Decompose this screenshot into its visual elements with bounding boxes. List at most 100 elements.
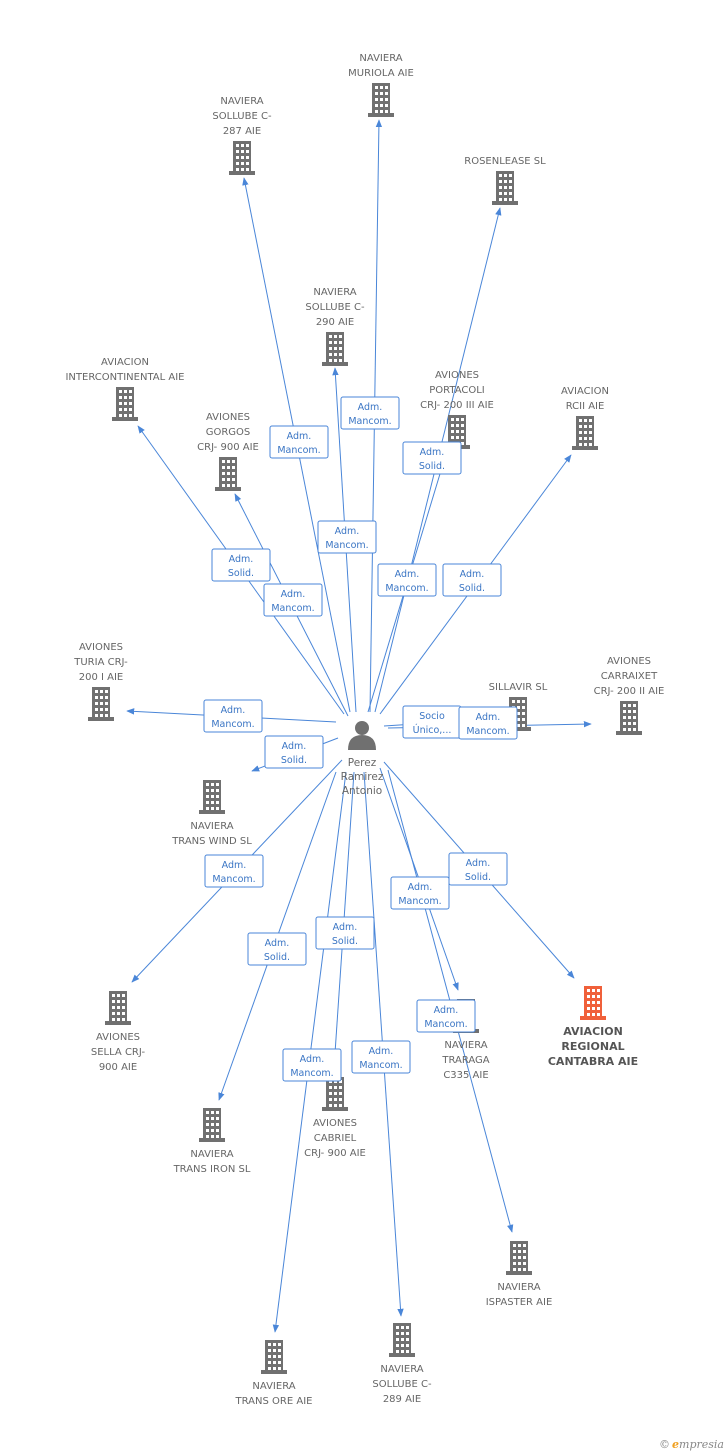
edge-role-text: Solid. <box>264 952 290 963</box>
company-name-line: SOLLUBE C- <box>212 111 272 122</box>
edge-role-text: Mancom. <box>359 1060 402 1071</box>
edge-role-label[interactable]: Adm.Mancom. <box>269 425 329 459</box>
edge-role-label[interactable]: Adm. Mancom. <box>203 699 263 733</box>
edge-role-label[interactable]: SocioÚnico,... <box>402 705 462 739</box>
copyright-symbol: © <box>659 1438 671 1451</box>
edge-role-label[interactable]: Adm. Mancom. <box>416 999 476 1033</box>
company-node-turia[interactable]: AVIONES TURIA CRJ- 200 I AIE <box>73 642 128 721</box>
edge-role-label[interactable]: Adm.Mancom. <box>317 520 377 554</box>
building-icon <box>322 332 348 366</box>
company-name-line: NAVIERA <box>190 821 233 832</box>
company-name-line: NAVIERA <box>190 1149 233 1160</box>
company-name-line: NAVIERA <box>359 53 402 64</box>
company-name-line: CRJ- 900 AIE <box>304 1148 366 1159</box>
company-name-line: AVIONES <box>607 656 651 667</box>
edge-role-text: Único,... <box>413 724 452 736</box>
edge-role-label[interactable]: Adm. Solid. <box>402 441 462 475</box>
company-name-line: 200 I AIE <box>79 672 124 683</box>
company-name-line: AVIACION <box>563 1025 623 1038</box>
edge-role-label[interactable]: Adm.Solid. <box>442 563 502 597</box>
company-name-line: SILLAVIR SL <box>489 682 548 693</box>
edge-role-text: Adm. <box>300 1054 325 1065</box>
edge-role-text: Socio <box>419 711 445 722</box>
edge-role-label[interactable]: Adm.Solid. <box>264 735 324 769</box>
edge-role-label[interactable]: Adm. Mancom. <box>340 396 400 430</box>
company-name-line: SOLLUBE C- <box>372 1379 432 1390</box>
edge-role-text: Adm. <box>395 569 420 580</box>
company-name-line: 900 AIE <box>99 1062 137 1073</box>
edge-role-text: Adm. <box>466 858 491 869</box>
company-name-line: AVIACION <box>101 357 149 368</box>
edge-role-text: Adm. <box>434 1005 459 1016</box>
edge-role-text: Adm. <box>476 712 501 723</box>
building-icon <box>199 780 225 814</box>
edge-role-label[interactable]: Adm.Mancom. <box>282 1048 342 1082</box>
edge-role-text: Adm. <box>358 402 383 413</box>
edge-labels-layer: Adm. Mancom. Adm. Mancom. Adm. Solid. Adm. Manc… <box>203 396 518 1082</box>
edge-role-text: Adm. <box>408 882 433 893</box>
company-node-rosenlease[interactable]: ROSENLEASE SL <box>464 156 546 205</box>
edge-role-label[interactable]: Adm.Mancom. <box>204 854 264 888</box>
edge-role-text: Mancom. <box>211 719 254 730</box>
company-node-transwind[interactable]: NAVIERA TRANS WIND SL <box>171 780 252 847</box>
company-name-line: CABRIEL <box>314 1133 357 1144</box>
edge-role-label[interactable]: Adm.Mancom. <box>458 706 518 740</box>
person-name-line: Ramirez <box>341 771 384 783</box>
company-name-line: TURIA CRJ- <box>73 657 128 668</box>
company-name-line: AVIONES <box>435 370 479 381</box>
company-name-line: CRJ- 200 III AIE <box>420 400 494 411</box>
edge-role-text: Adm. <box>420 447 445 458</box>
edge-role-text: Adm. <box>221 705 246 716</box>
edge-role-text: Mancom. <box>348 416 391 427</box>
company-name-line: AVIONES <box>79 642 123 653</box>
edge-role-label[interactable]: Adm.Solid. <box>247 932 307 966</box>
building-icon <box>229 141 255 175</box>
edge-role-text: Adm. <box>369 1046 394 1057</box>
company-name-line: ISPASTER AIE <box>486 1297 553 1308</box>
company-name-line: 287 AIE <box>223 126 261 137</box>
edge-role-text: Mancom. <box>398 896 441 907</box>
company-name-line: NAVIERA <box>313 287 356 298</box>
edge-role-label[interactable]: Adm.Mancom. <box>377 563 437 597</box>
building-icon <box>215 457 241 491</box>
building-icon <box>368 83 394 117</box>
edge-role-label[interactable]: Adm. Mancom. <box>390 876 450 910</box>
brand-footer: ©empresia <box>659 1438 724 1451</box>
company-node-ispaster[interactable]: NAVIERA ISPASTER AIE <box>486 1241 553 1308</box>
company-name-line: TRANS WIND SL <box>171 836 252 847</box>
edge-role-label[interactable]: Adm. Mancom. <box>351 1040 411 1074</box>
edge-role-text: Adm. <box>222 860 247 871</box>
edge-role-label[interactable]: Adm.Mancom. <box>263 583 323 617</box>
building-icon <box>580 986 606 1020</box>
edge-role-text: Solid. <box>419 461 445 472</box>
edge-role-label[interactable]: Adm.Solid. <box>211 548 271 582</box>
edge-role-text: Adm. <box>287 431 312 442</box>
edge-role-label[interactable]: Adm.Solid. <box>315 916 375 950</box>
company-name-line: TRARAGA <box>441 1055 489 1066</box>
building-icon <box>506 1241 532 1275</box>
edge-role-text: Adm. <box>229 554 254 565</box>
company-node-sollube287[interactable]: NAVIERA SOLLUBE C- 287 AIE <box>212 96 272 175</box>
building-icon <box>389 1323 415 1357</box>
company-name-line: NAVIERA <box>220 96 263 107</box>
company-name-line: CARRAIXET <box>601 671 658 682</box>
edge-role-label[interactable]: Adm.Solid. <box>448 852 508 886</box>
company-name-line: AVIONES <box>206 412 250 423</box>
edge-role-text: Mancom. <box>424 1019 467 1030</box>
edge-role-text: Solid. <box>332 936 358 947</box>
company-name-line: NAVIERA <box>497 1282 540 1293</box>
company-name-line: 290 AIE <box>316 317 354 328</box>
